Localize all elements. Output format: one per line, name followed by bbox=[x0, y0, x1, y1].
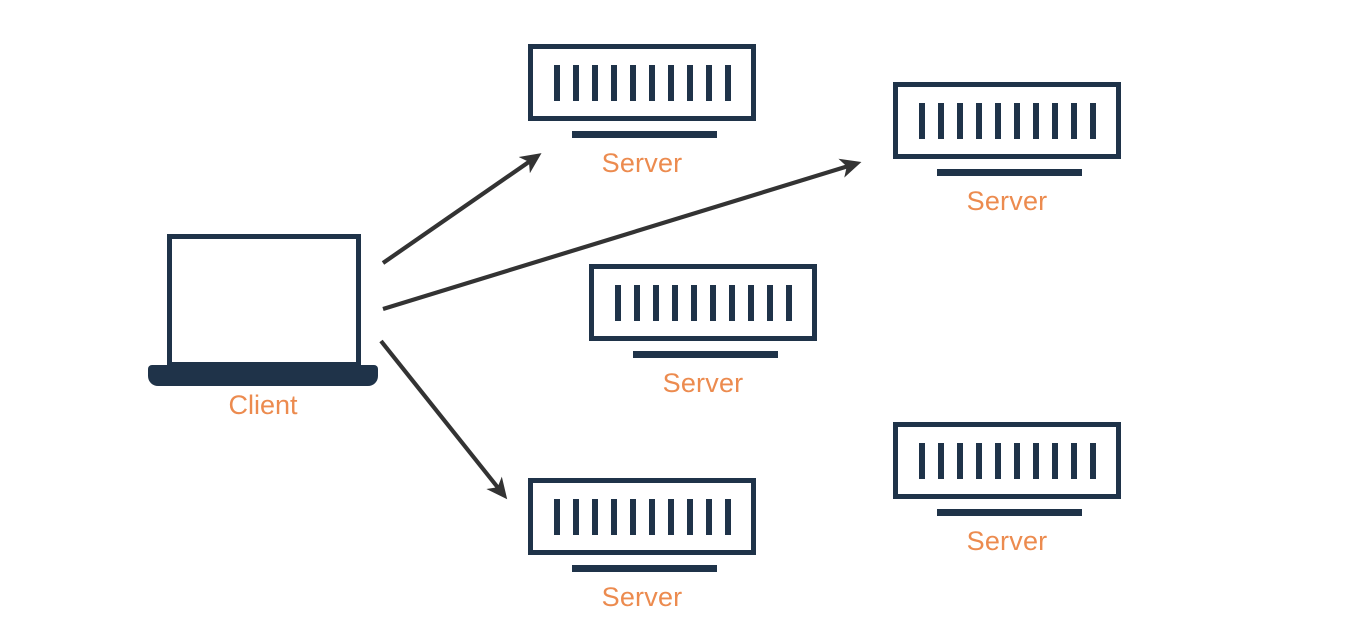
server-bar bbox=[614, 284, 621, 321]
server-bar bbox=[648, 498, 655, 535]
server-icon bbox=[528, 478, 756, 555]
server-bars bbox=[893, 82, 1121, 159]
node-server-bottom-right[interactable]: Server bbox=[893, 422, 1121, 556]
server-bar bbox=[1051, 442, 1058, 479]
server-bar bbox=[975, 102, 982, 139]
node-server-middle-center[interactable]: Server bbox=[589, 264, 817, 398]
server-bar bbox=[652, 284, 659, 321]
server-bar bbox=[667, 64, 674, 101]
server-stand bbox=[937, 509, 1082, 516]
server-bar bbox=[918, 102, 925, 139]
server-bar bbox=[648, 64, 655, 101]
laptop-icon bbox=[148, 234, 378, 386]
server-icon bbox=[893, 422, 1121, 499]
server-bars bbox=[528, 478, 756, 555]
laptop-base bbox=[148, 365, 378, 386]
server-bar bbox=[686, 64, 693, 101]
server-bar bbox=[690, 284, 697, 321]
arrow-client-to-top-center bbox=[381, 153, 542, 265]
server-bar bbox=[610, 498, 617, 535]
node-server-bottom-center[interactable]: Server bbox=[528, 478, 756, 612]
server-bars bbox=[589, 264, 817, 341]
server-bar bbox=[766, 284, 773, 321]
server-chassis bbox=[528, 44, 756, 121]
server-bar bbox=[937, 102, 944, 139]
server-chassis bbox=[528, 478, 756, 555]
server-bar bbox=[1013, 102, 1020, 139]
server-bar bbox=[994, 102, 1001, 139]
server-bar bbox=[956, 442, 963, 479]
server-bar bbox=[629, 64, 636, 101]
server-label: Server bbox=[966, 186, 1048, 216]
server-bar bbox=[705, 64, 712, 101]
server-label: Server bbox=[601, 148, 683, 178]
server-chassis bbox=[589, 264, 817, 341]
server-bar bbox=[591, 498, 598, 535]
server-bar bbox=[572, 498, 579, 535]
server-bar bbox=[553, 498, 560, 535]
server-label: Server bbox=[601, 582, 683, 612]
server-bar bbox=[705, 498, 712, 535]
server-bars bbox=[893, 422, 1121, 499]
server-bar bbox=[709, 284, 716, 321]
server-bar bbox=[553, 64, 560, 101]
client-label: Client bbox=[228, 390, 298, 420]
server-bar bbox=[994, 442, 1001, 479]
laptop-screen bbox=[167, 234, 361, 367]
server-bar bbox=[1089, 102, 1096, 139]
server-stand bbox=[572, 131, 717, 138]
server-stand bbox=[633, 351, 778, 358]
server-stand bbox=[572, 565, 717, 572]
server-chassis bbox=[893, 82, 1121, 159]
server-bar bbox=[785, 284, 792, 321]
server-icon bbox=[893, 82, 1121, 159]
server-bar bbox=[1089, 442, 1096, 479]
server-label: Server bbox=[662, 368, 744, 398]
server-label: Server bbox=[966, 526, 1048, 556]
server-bar bbox=[747, 284, 754, 321]
server-bar bbox=[1070, 442, 1077, 479]
server-bar bbox=[956, 102, 963, 139]
server-chassis bbox=[893, 422, 1121, 499]
server-bar bbox=[629, 498, 636, 535]
node-server-top-right[interactable]: Server bbox=[893, 82, 1121, 216]
server-bar bbox=[1032, 442, 1039, 479]
server-bar bbox=[918, 442, 925, 479]
server-bar bbox=[591, 64, 598, 101]
server-bar bbox=[975, 442, 982, 479]
server-bar bbox=[728, 284, 735, 321]
server-bar bbox=[724, 498, 731, 535]
server-bar bbox=[572, 64, 579, 101]
server-bar bbox=[671, 284, 678, 321]
server-icon bbox=[589, 264, 817, 341]
server-bar bbox=[633, 284, 640, 321]
server-bar bbox=[937, 442, 944, 479]
server-icon bbox=[528, 44, 756, 121]
node-client[interactable]: Client bbox=[148, 234, 378, 420]
server-bar bbox=[1051, 102, 1058, 139]
server-bar bbox=[1070, 102, 1077, 139]
server-stand bbox=[937, 169, 1082, 176]
server-bar bbox=[667, 498, 674, 535]
server-bar bbox=[610, 64, 617, 101]
server-bar bbox=[686, 498, 693, 535]
server-bar bbox=[1032, 102, 1039, 139]
arrow-client-to-bottom-center bbox=[379, 339, 508, 500]
node-server-top-center[interactable]: Server bbox=[528, 44, 756, 178]
server-bar bbox=[724, 64, 731, 101]
server-bar bbox=[1013, 442, 1020, 479]
server-bars bbox=[528, 44, 756, 121]
